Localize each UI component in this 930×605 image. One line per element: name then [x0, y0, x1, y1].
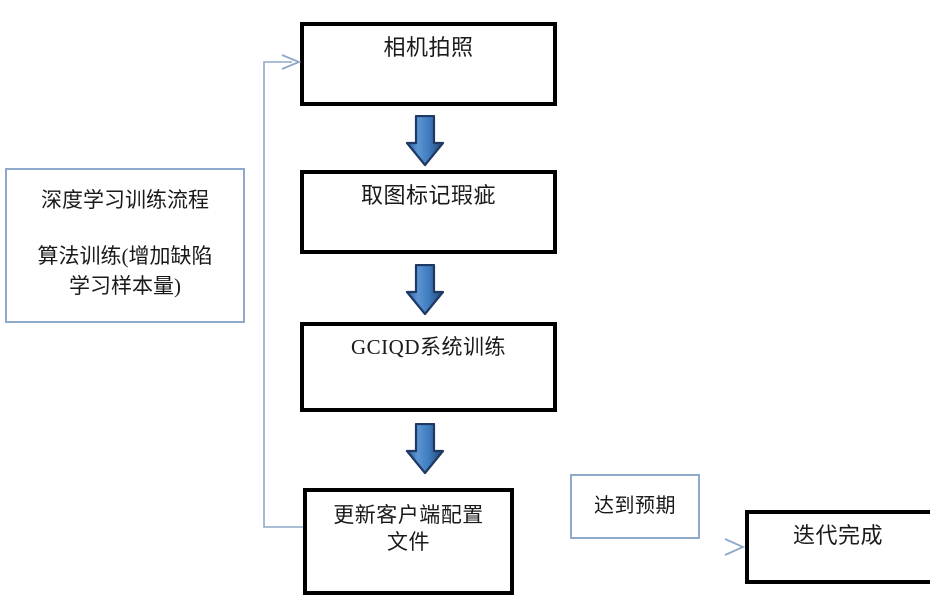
- arrow-training-to-update: [405, 423, 445, 475]
- node-meets-expectation-label: 达到预期: [594, 494, 676, 517]
- side-panel-line-1: 深度学习训练流程: [41, 188, 209, 212]
- node-camera-capture[interactable]: 相机拍照: [300, 22, 557, 106]
- node-system-training[interactable]: GCIQD系统训练: [300, 322, 557, 412]
- side-panel-line-2: 算法训练(增加缺陷 学习样本量): [37, 244, 213, 298]
- node-update-client-config-label: 更新客户端配置 文件: [333, 503, 484, 554]
- node-mark-defects-label: 取图标记瑕疵: [360, 183, 496, 208]
- node-meets-expectation: 达到预期: [570, 474, 700, 539]
- node-update-client-config[interactable]: 更新客户端配置 文件: [303, 488, 514, 595]
- arrow-mark-to-training: [405, 264, 445, 316]
- node-system-training-label: GCIQD系统训练: [351, 335, 506, 359]
- node-camera-capture-label: 相机拍照: [383, 35, 474, 60]
- arrow-capture-to-mark: [405, 115, 445, 167]
- node-iteration-complete-label: 迭代完成: [792, 523, 883, 548]
- side-panel-training-process: 深度学习训练流程 算法训练(增加缺陷 学习样本量): [5, 168, 245, 323]
- node-mark-defects[interactable]: 取图标记瑕疵: [300, 170, 557, 254]
- node-iteration-complete[interactable]: 迭代完成: [745, 510, 930, 584]
